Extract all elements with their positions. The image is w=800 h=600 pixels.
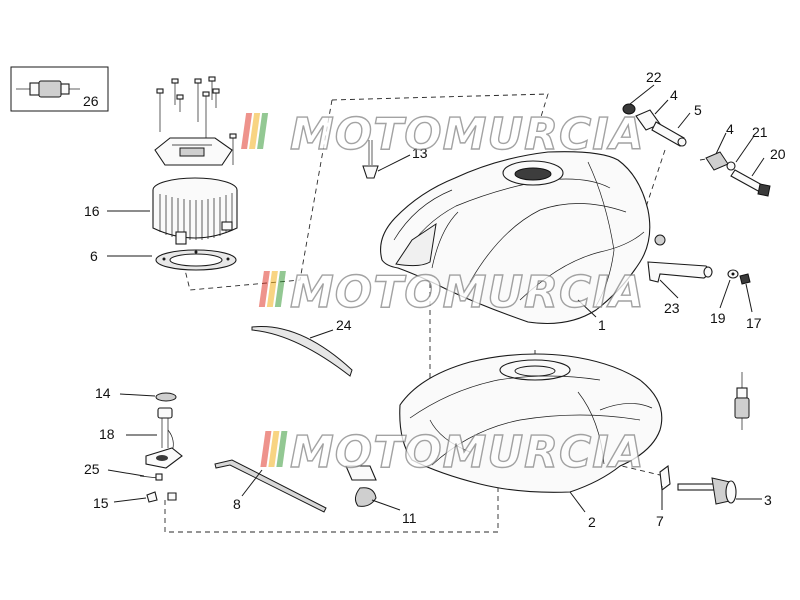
- filler-screw: [362, 140, 379, 179]
- callout-20: 20: [770, 146, 786, 162]
- callout-4-upper: 4: [670, 87, 678, 103]
- inline-fuel-filter-icon: [16, 80, 80, 98]
- drain-valve: [659, 464, 737, 505]
- fuel-tank-base: [399, 353, 663, 493]
- callout-24: 24: [336, 317, 352, 333]
- mounting-bracket-lower: [647, 261, 751, 285]
- callout-14: 14: [95, 385, 111, 401]
- mounting-hardware-upper: [622, 103, 771, 197]
- callout-18: 18: [99, 426, 115, 442]
- callout-3: 3: [764, 492, 772, 508]
- callout-2: 2: [588, 514, 596, 530]
- callout-19: 19: [710, 310, 726, 326]
- callout-16: 16: [84, 203, 100, 219]
- rubber-bump: [345, 465, 377, 507]
- callout-4-lower: 4: [726, 121, 734, 137]
- callout-1: 1: [598, 317, 606, 333]
- callout-26: 26: [83, 93, 99, 109]
- leader-lines: [107, 84, 765, 513]
- callout-8: 8: [233, 496, 241, 512]
- watermark-middle: MOTOMURCIA: [258, 266, 645, 319]
- fuel-pump-assembly: [152, 177, 238, 245]
- support-rod: [214, 459, 327, 513]
- callout-7: 7: [656, 513, 664, 529]
- side-filter: [734, 372, 750, 430]
- inset-box-part-26: 26: [10, 66, 109, 112]
- callout-25: 25: [84, 461, 100, 477]
- pump-cover-plate: [154, 137, 233, 166]
- callout-17: 17: [746, 315, 762, 331]
- callout-21: 21: [752, 124, 768, 140]
- trim-strip: [251, 326, 353, 377]
- watermark-text-top: MOTOMURCIA: [290, 109, 645, 160]
- fuel-tank-cover: [380, 151, 666, 325]
- watermark-top: MOTOMURCIA: [241, 108, 645, 161]
- pump-gasket: [155, 249, 237, 271]
- callout-6: 6: [90, 248, 98, 264]
- callout-labels: 22 4 5 4 21 20 13 16 6 1 23 19 17 24 14 …: [84, 69, 786, 530]
- callout-11: 11: [402, 510, 417, 526]
- callout-5: 5: [694, 102, 702, 118]
- watermark-bottom: MOTOMURCIA: [260, 426, 645, 479]
- pump-screws: [156, 76, 237, 165]
- callout-23: 23: [664, 300, 680, 316]
- callout-22: 22: [646, 69, 662, 85]
- watermark-text-middle: MOTOMURCIA: [290, 267, 645, 318]
- callout-15: 15: [93, 495, 109, 511]
- fuel-level-sender: [139, 392, 183, 503]
- callout-13: 13: [412, 145, 428, 161]
- watermark-text-bottom: MOTOMURCIA: [290, 427, 645, 478]
